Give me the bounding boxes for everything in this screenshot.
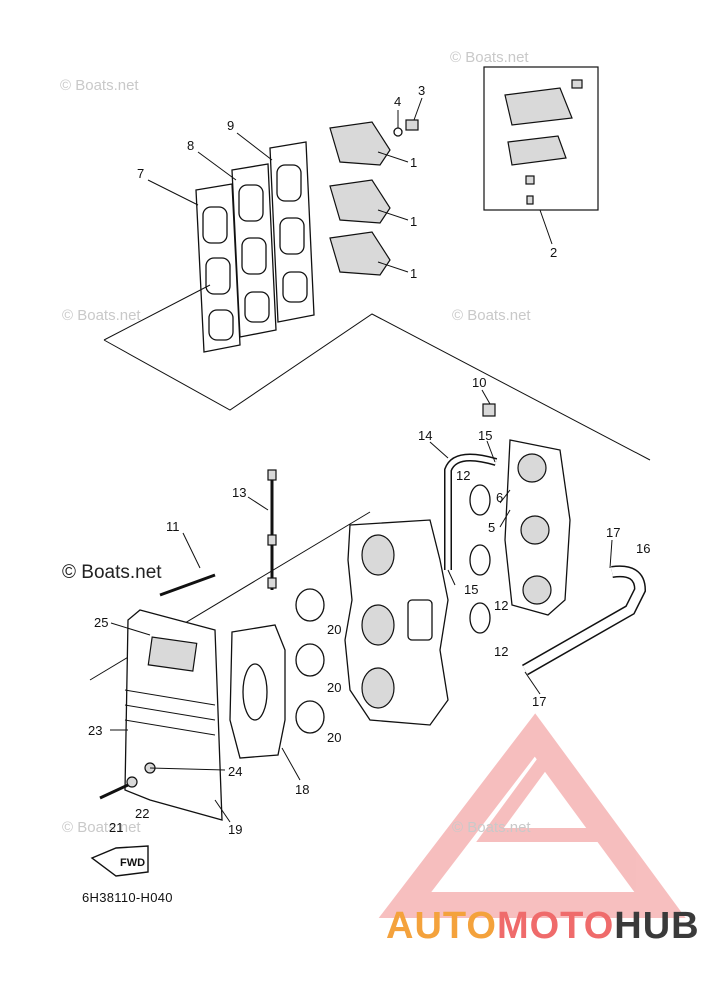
callout-21: 21 (109, 820, 123, 835)
silencer-gasket-18 (229, 624, 286, 759)
brand-part-hub: HUB (614, 905, 699, 947)
callout-15: 15 (464, 582, 478, 597)
watermark-text: © Boats.net (450, 49, 529, 66)
reed-gasket-9 (269, 141, 315, 323)
callout-20: 20 (327, 622, 341, 637)
screw-3 (405, 119, 419, 131)
hose-14-inner (445, 455, 497, 570)
callout-22: 22 (135, 806, 149, 821)
washer-4 (393, 127, 403, 137)
callout-25: 25 (94, 615, 108, 630)
inset-detail-box (483, 66, 599, 211)
callout-2: 2 (550, 245, 557, 260)
reed-gasket-7 (195, 183, 241, 353)
watermark-text: © Boats.net (452, 819, 531, 836)
intake-manifold (504, 439, 571, 616)
callout-12: 12 (494, 644, 508, 659)
reed-valve-assembly (329, 121, 391, 276)
callout-numbers: 1 1 1 2 3 4 5 6 7 8 9 10 11 12 12 12 13 … (88, 83, 650, 837)
callout-23: 23 (88, 723, 102, 738)
callout-6: 6 (496, 490, 503, 505)
brand-part-auto: AUTO (386, 905, 497, 947)
callout-12: 12 (494, 598, 508, 613)
brand-wordmark: AUTOMOTOHUB (386, 905, 700, 947)
callout-12: 12 (456, 468, 470, 483)
leader-lines (110, 97, 613, 823)
callout-1: 1 (410, 266, 417, 281)
callout-8: 8 (187, 138, 194, 153)
link-rod-13 (267, 469, 277, 590)
hose-16-inner (522, 566, 645, 674)
o-ring-12 (469, 484, 491, 634)
reed-plate-8 (231, 163, 277, 338)
leader-line (103, 284, 211, 341)
callout-10: 10 (472, 375, 486, 390)
gasket-20 (295, 588, 325, 734)
brand-part-moto: MOTO (497, 905, 614, 947)
callout-14: 14 (418, 428, 432, 443)
watermark-text: © Boats.net (62, 819, 141, 836)
callout-19: 19 (228, 822, 242, 837)
callout-11: 11 (166, 519, 180, 534)
screw-21 (99, 783, 129, 800)
watermark-text: © Boats.net (452, 307, 531, 324)
outline-line (103, 313, 651, 461)
callout-4: 4 (394, 94, 401, 109)
callout-1: 1 (410, 214, 417, 229)
callout-20: 20 (327, 730, 341, 745)
carburetor-assembly (344, 519, 449, 726)
fwd-arrow: FWD (90, 845, 149, 877)
callout-1: 1 (410, 155, 417, 170)
callout-15: 15 (478, 428, 492, 443)
callout-17: 17 (606, 525, 620, 540)
watermark-text: © Boats.net (62, 562, 162, 583)
callout-17: 17 (532, 694, 546, 709)
svg-text:AUTOMOTOHUB: AUTOMOTOHUB (386, 905, 700, 947)
watermark-group: © Boats.net © Boats.net © Boats.net © Bo… (60, 49, 531, 836)
callout-16: 16 (636, 541, 650, 556)
callout-24: 24 (228, 764, 242, 779)
fwd-label: FWD (120, 857, 145, 869)
callout-18: 18 (295, 782, 309, 797)
watermark-text: © Boats.net (60, 77, 139, 94)
autmotohub-logo-mark (378, 713, 686, 918)
callout-7: 7 (137, 166, 144, 181)
callout-13: 13 (232, 485, 246, 500)
bolt-11 (159, 573, 216, 597)
callout-5: 5 (488, 520, 495, 535)
bolt-10 (482, 403, 496, 417)
callout-9: 9 (227, 118, 234, 133)
washer-22 (126, 776, 138, 788)
callout-20: 20 (327, 680, 341, 695)
callout-3: 3 (418, 83, 425, 98)
silencer-cover (124, 609, 223, 821)
diagram-part-code: 6H38110-H040 (82, 890, 173, 905)
watermark-text: © Boats.net (62, 307, 141, 324)
